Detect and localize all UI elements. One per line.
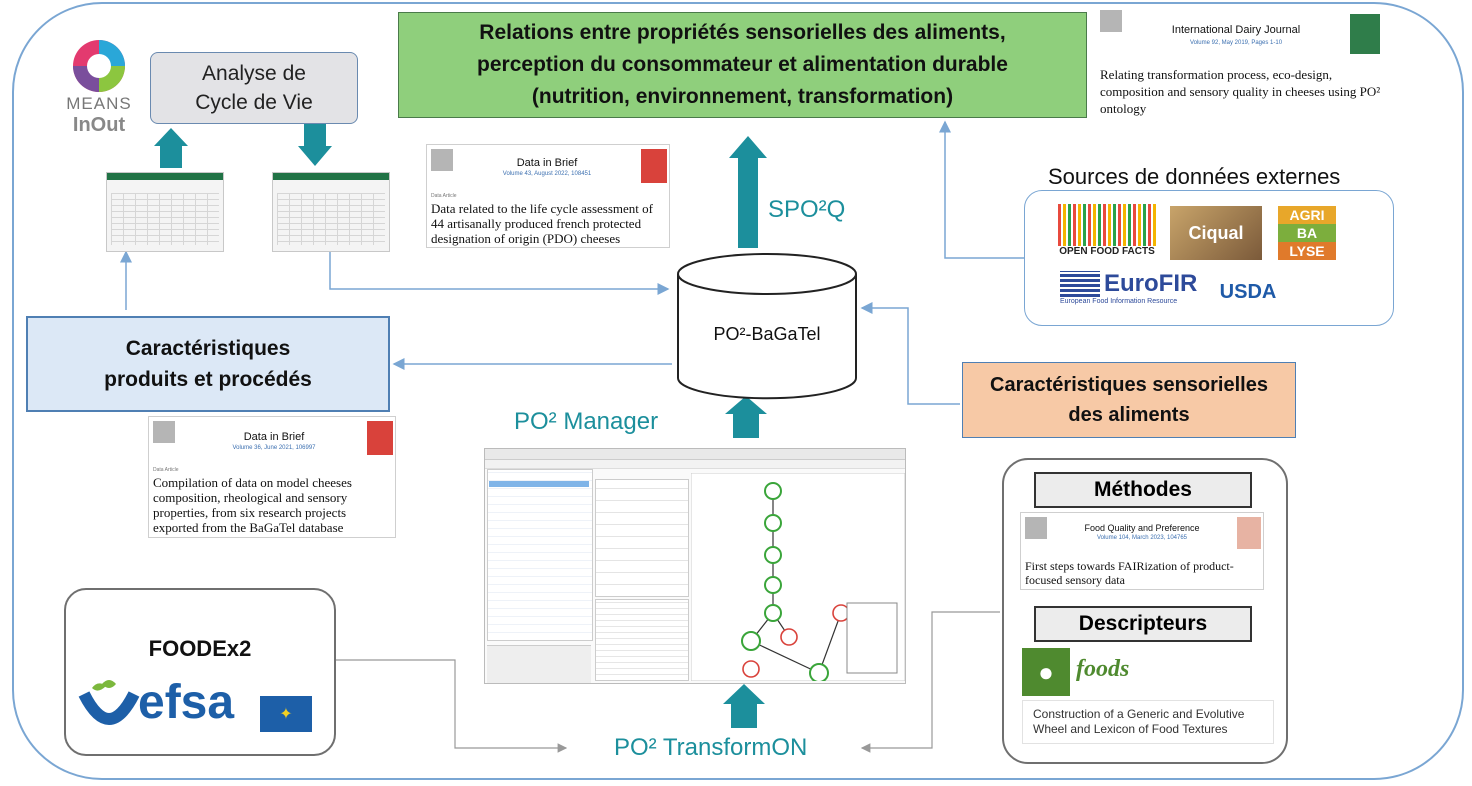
teal-arrow-acv-down	[298, 124, 332, 166]
paper-fair-journal: Food Quality and Preference	[1084, 523, 1200, 533]
efsa-swoosh-icon	[78, 680, 140, 725]
agribalyse-ba: BA	[1278, 224, 1336, 242]
paper-foods-title: Construction of a Generic and Evolutive …	[1033, 707, 1245, 736]
ciqual-logo: Ciqual	[1170, 206, 1262, 260]
window-menubar	[485, 460, 905, 469]
efsa-logo: efsa ✦	[78, 674, 318, 738]
openfoodfacts-logo: OPEN FOOD FACTS	[1058, 204, 1156, 262]
props-panel	[595, 479, 689, 597]
foods-logo: ● foods	[1022, 648, 1258, 698]
excel-sheet-right	[272, 172, 390, 252]
paper-dairy: International Dairy Journal Volume 92, M…	[1096, 6, 1386, 118]
teal-arrow-manager-up	[725, 396, 767, 438]
journal-cover	[1237, 517, 1261, 549]
caracteristiques-box: Caractéristiques produits et procédés	[26, 316, 390, 412]
paper-foods: Construction of a Generic and Evolutive …	[1022, 700, 1274, 744]
paper-lca-type: Data Article	[431, 193, 457, 199]
paper-lca-journal: Data in Brief	[516, 157, 578, 169]
means-logo-icon	[73, 40, 125, 92]
manager-label: PO² Manager	[514, 408, 659, 435]
foods-text: foods	[1076, 656, 1130, 682]
efsa-text: efsa	[138, 676, 235, 729]
process-graph	[691, 473, 905, 681]
window-titlebar	[485, 449, 905, 460]
teal-arrow-transformon-up	[723, 684, 765, 728]
eurofir-logo: EuroFIR European Food Information Resour…	[1060, 270, 1198, 314]
acv-line1: Analyse de	[202, 62, 306, 85]
agribalyse-logo: AGRI BA LYSE	[1278, 206, 1336, 260]
paper-model-title: Compilation of data on model cheeses com…	[153, 475, 352, 535]
legend-panel	[595, 599, 689, 681]
sensorielles-box: Caractéristiques sensorielles des alimen…	[962, 362, 1296, 438]
barcode-icon	[1058, 204, 1156, 246]
elsevier-logo	[153, 421, 175, 443]
database-label: PO²-BaGaTel	[713, 324, 821, 344]
means-sub: InOut	[72, 114, 126, 136]
journal-cover	[641, 149, 667, 183]
eurofir-grid-icon	[1060, 271, 1100, 297]
link-methods-to-transformon	[860, 611, 1000, 753]
sens-line1: Caractéristiques sensorielles	[990, 374, 1268, 396]
elsevier-logo	[431, 149, 453, 171]
paper-fair-volume: Volume 104, March 2023, 104765	[1096, 535, 1188, 541]
plate-icon: ●	[1022, 648, 1070, 696]
paper-lca-title: Data related to the life cycle assessmen…	[431, 201, 653, 246]
ciqual-text: Ciqual	[1188, 222, 1244, 243]
usda-text: USDA	[1219, 280, 1277, 303]
acv-box: Analyse de Cycle de Vie	[150, 52, 358, 124]
main-title-box: Relations entre propriétés sensorielles …	[398, 12, 1087, 118]
eurofir-sub: European Food Information Resource	[1060, 298, 1178, 305]
paper-lca-volume: Volume 43, August 2022, 108451	[502, 171, 592, 177]
paper-fair-title: First steps towards FAIRization of produ…	[1025, 559, 1234, 587]
carac-line1: Caractéristiques	[125, 337, 291, 360]
paper-fair: Food Quality and Preference Volume 104, …	[1020, 512, 1264, 590]
teal-arrow-spo2q-up	[729, 136, 767, 248]
journal-cover	[1350, 14, 1380, 54]
paper-lca: Data in Brief Volume 43, August 2022, 10…	[426, 144, 670, 248]
eurofir-text: EuroFIR	[1104, 270, 1198, 297]
acv-line2: Cycle de Vie	[195, 91, 313, 114]
link-sources-to-dairy	[939, 120, 1030, 259]
link-foodex-to-transformon	[336, 659, 568, 753]
paper-model-volume: Volume 36, June 2021, 106997	[232, 445, 316, 451]
means-inout-logo: MEANS InOut	[52, 38, 146, 152]
agribalyse-agri: AGRI	[1278, 206, 1336, 224]
spo2q-label: SPO²Q	[768, 196, 846, 223]
diagram-frame	[12, 2, 1464, 780]
elsevier-logo	[1025, 517, 1047, 539]
agribalyse-lyse: LYSE	[1278, 242, 1336, 260]
carac-line2: produits et procédés	[104, 368, 312, 391]
title-line2: perception du consommateur et alimentati…	[477, 53, 1008, 76]
usda-logo: USDA	[1214, 270, 1282, 314]
eu-flag-icon: ✦	[260, 696, 312, 732]
elsevier-logo	[1100, 10, 1122, 32]
paper-dairy-title: Relating transformation process, eco-des…	[1100, 67, 1381, 116]
transformon-label: PO² TransformON	[614, 734, 808, 761]
paper-dairy-volume: Volume 92, May 2019, Pages 1-10	[1189, 40, 1283, 46]
po2-manager-screenshot	[484, 448, 906, 684]
methodes-header: Méthodes	[1034, 472, 1252, 508]
paper-model: Data in Brief Volume 36, June 2021, 1069…	[148, 416, 396, 538]
paper-model-journal: Data in Brief	[243, 431, 305, 443]
excel-sheet-left	[106, 172, 224, 252]
paper-dairy-journal: International Dairy Journal	[1171, 24, 1301, 36]
tree-selected-row	[489, 481, 589, 487]
paper-model-type: Data Article	[153, 467, 179, 473]
means-name: MEANS	[66, 94, 132, 113]
teal-arrow-acv-up	[154, 128, 188, 168]
sens-line2: des aliments	[1068, 404, 1190, 426]
link-excel-to-db	[329, 252, 670, 295]
tree-panel	[487, 469, 593, 641]
foodex-title: FOODEx2	[148, 636, 252, 661]
title-line1: Relations entre propriétés sensorielles …	[479, 21, 1006, 44]
title-line3: (nutrition, environnement, transformatio…	[531, 85, 954, 108]
database-cylinder	[677, 253, 857, 400]
journal-cover	[367, 421, 393, 455]
sources-label: Sources de données externes	[1048, 164, 1341, 189]
descripteurs-header: Descripteurs	[1034, 606, 1252, 642]
link-sens-to-db	[860, 302, 960, 405]
openfoodfacts-text: OPEN FOOD FACTS	[1059, 246, 1155, 257]
bottom-toolbar	[487, 645, 591, 683]
